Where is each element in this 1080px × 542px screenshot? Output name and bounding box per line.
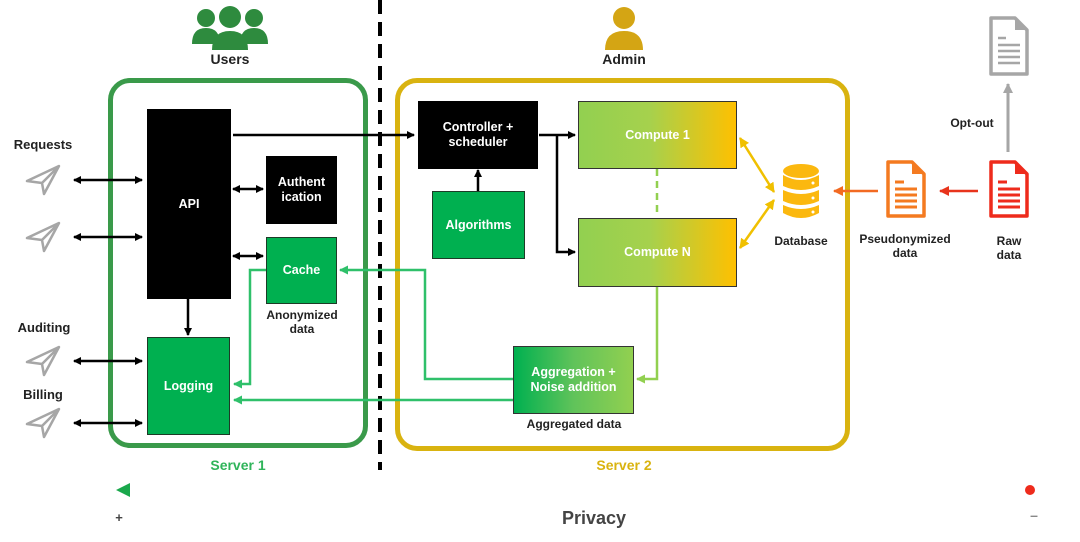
pseudonymized-document-icon[interactable]: [886, 160, 926, 223]
server2-container: [395, 78, 850, 451]
users-group-icon: [190, 4, 270, 50]
authentication-label: Authent ication: [277, 175, 326, 204]
cache-box[interactable]: Cache: [266, 237, 337, 304]
privacy-label: Privacy: [561, 508, 627, 528]
opt-out-document-icon[interactable]: [989, 16, 1029, 81]
cache-label: Cache: [282, 263, 321, 277]
api-label: API: [178, 196, 200, 211]
paper-plane-icon[interactable]: [24, 406, 62, 445]
database-icon[interactable]: [782, 163, 820, 226]
anonymized-data-caption: Anonymized data: [266, 308, 338, 336]
aggregation-noise-label: Aggregation + Noise addition: [530, 365, 617, 394]
privacy-plus-label: +: [115, 510, 123, 525]
aggregation-noise-box[interactable]: Aggregation + Noise addition: [513, 346, 634, 414]
server1-container: [108, 78, 368, 448]
compute-1-label: Compute 1: [625, 127, 690, 142]
logging-box[interactable]: Logging: [147, 337, 230, 435]
paper-plane-icon[interactable]: [24, 220, 62, 259]
compute-1-box[interactable]: Compute 1: [578, 101, 737, 169]
controller-scheduler-label: Controller + scheduler: [442, 120, 514, 149]
raw-document-icon[interactable]: [989, 160, 1029, 223]
server2-label: Server 2: [596, 457, 652, 473]
compute-n-label: Compute N: [624, 245, 691, 259]
server1-label: Server 1: [210, 457, 266, 473]
user-icon: [602, 4, 646, 50]
requests-label: Requests: [13, 137, 73, 152]
compute-n-box[interactable]: Compute N: [578, 218, 737, 287]
billing-label: Billing: [23, 387, 63, 402]
api-box[interactable]: API: [147, 109, 231, 299]
privacy-minus-label: –: [1030, 507, 1038, 523]
users-label: Users: [210, 51, 250, 67]
controller-scheduler-box[interactable]: Controller + scheduler: [418, 101, 538, 169]
paper-plane-icon[interactable]: [24, 163, 62, 202]
database-label: Database: [774, 234, 828, 248]
trust-boundary-divider: [378, 0, 382, 470]
opt-out-label: Opt-out: [950, 116, 994, 130]
admin-label: Admin: [602, 51, 646, 67]
authentication-box[interactable]: Authent ication: [266, 156, 337, 224]
algorithms-label: Algorithms: [445, 217, 512, 232]
pseudonymized-data-label: Pseudonymized data: [859, 232, 951, 260]
aggregated-data-caption: Aggregated data: [526, 417, 622, 431]
logging-label: Logging: [163, 378, 214, 393]
algorithms-box[interactable]: Algorithms: [432, 191, 525, 259]
paper-plane-icon[interactable]: [24, 344, 62, 383]
auditing-label: Auditing: [17, 320, 71, 335]
raw-data-label: Raw data: [996, 234, 1022, 262]
